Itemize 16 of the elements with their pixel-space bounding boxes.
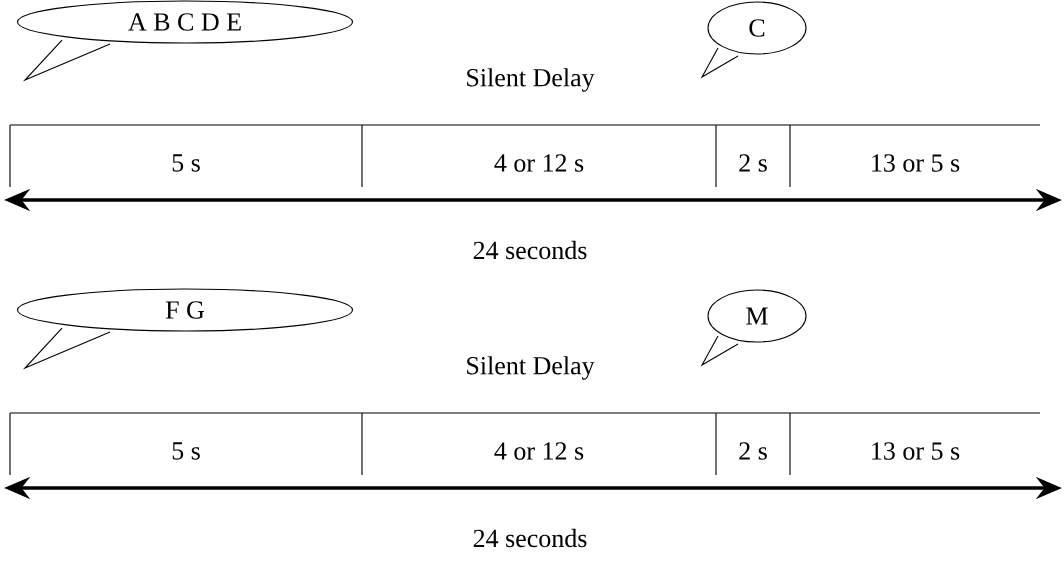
duration-label: 2 s — [739, 154, 767, 172]
text-label: Silent Delay — [467, 68, 595, 92]
duration-label: 5 s — [172, 442, 200, 460]
text-label: 24 seconds — [473, 528, 587, 548]
speech-bubble: C — [700, 1, 807, 79]
speech-bubble: M — [700, 289, 807, 367]
duration-label: 4 or 12 s — [494, 442, 584, 460]
speech-bubble: F G — [16, 288, 354, 370]
text-label: Silent Delay — [467, 356, 595, 380]
speech-bubble: A B C D E — [16, 0, 354, 82]
duration-label: 13 or 5 s — [872, 442, 960, 460]
duration-label: 4 or 12 s — [494, 154, 584, 172]
duration-label: 5 s — [172, 154, 200, 172]
duration-label: 2 s — [739, 442, 767, 460]
duration-label: 13 or 5 s — [872, 154, 960, 172]
text-label: 24 seconds — [473, 240, 587, 260]
